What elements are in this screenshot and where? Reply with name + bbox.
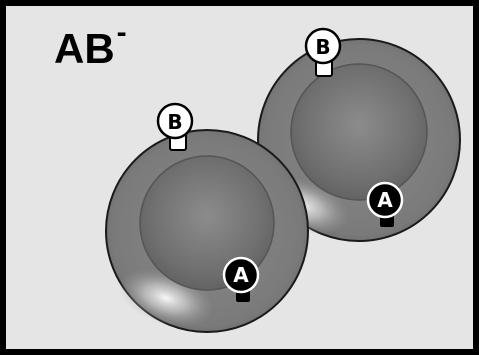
- right-marker-a-label: A: [377, 188, 393, 212]
- right-marker-b-label: B: [315, 35, 330, 59]
- left-dish: B A: [105, 102, 309, 333]
- blood-type-title: AB-: [54, 18, 127, 72]
- left-marker-b-label: B: [167, 110, 182, 134]
- left-marker-b: B: [156, 102, 194, 151]
- right-marker-b: B: [304, 27, 342, 77]
- right-dish-well: [290, 63, 428, 201]
- left-dish-well: [139, 155, 275, 291]
- left-marker-a-label: A: [233, 263, 249, 287]
- right-marker-a: A: [366, 181, 404, 227]
- title-superscript: -: [116, 16, 127, 49]
- title-main: AB: [54, 25, 115, 72]
- left-marker-a: A: [222, 256, 260, 302]
